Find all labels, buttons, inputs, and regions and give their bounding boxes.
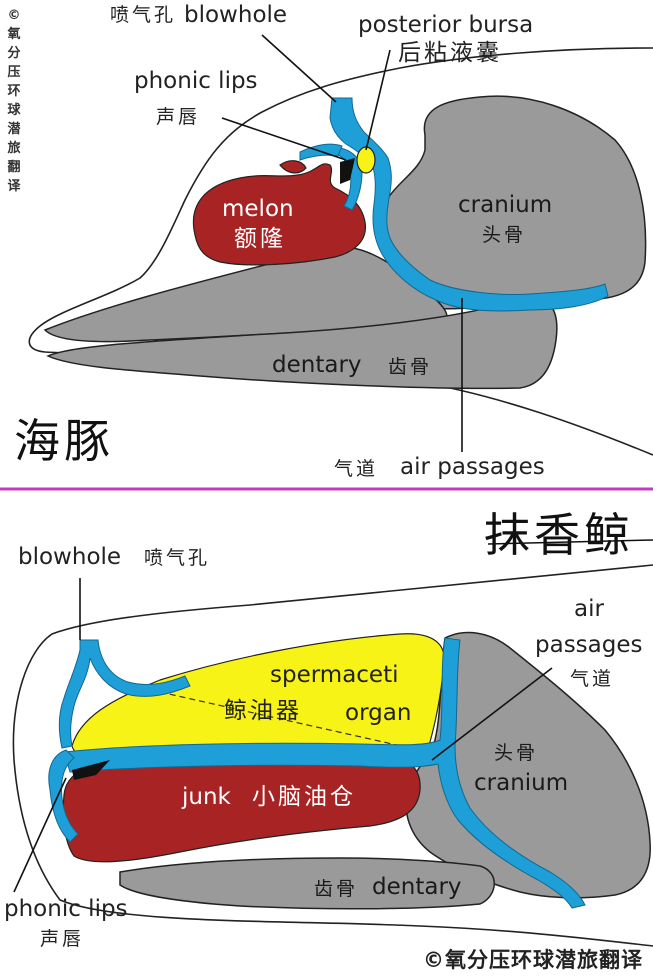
dolphin-figure (28, 34, 653, 456)
dolphin-bursa-pointer (365, 49, 391, 151)
whale-dentary-en: dentary (372, 874, 462, 900)
dolphin-posterior-bursa-en: posterior bursa (358, 12, 534, 38)
sperm-whale-title: 抹香鲸 (484, 508, 634, 562)
whale-air-pointer (431, 667, 553, 761)
dolphin-air-passages-zh: 气道 (334, 458, 379, 480)
whale-dentary-shape (119, 857, 495, 910)
whale-lips-pointer (13, 777, 67, 893)
whale-blowhole-en: blowhole (18, 544, 122, 570)
whale-spermaceti-zh: 鲸油器 (224, 698, 302, 724)
whale-air-passages-en1: air (574, 596, 604, 622)
whale-spermaceti-en2: organ (345, 700, 412, 726)
dolphin-posterior-bursa-shape (356, 146, 376, 174)
dolphin-lips-pointer (221, 117, 347, 161)
whale-junk-lips (72, 760, 110, 780)
sperm-whale-figure (12, 539, 653, 947)
dolphin-melon-en: melon (222, 196, 294, 222)
dolphin-rostrum (43, 246, 448, 343)
dolphin-posterior-bursa-zh: 后粘液囊 (398, 40, 502, 66)
dolphin-air-passages-en: air passages (400, 454, 545, 480)
dolphin-melon-zh: 额隆 (234, 226, 286, 252)
dolphin-blowhole-en: blowhole (184, 2, 288, 28)
whale-phonic-lips-en: phonic lips (4, 896, 128, 922)
dolphin-cranium-en: cranium (458, 192, 553, 218)
dolphin-dentary-shape (46, 297, 558, 390)
whale-air-passages-zh: 气道 (570, 668, 615, 690)
whale-junk-en: junk (182, 784, 231, 810)
dolphin-phonic-lips-shape (340, 158, 355, 184)
credit-watermark: ©氧分压环球潜旅翻译 (423, 948, 643, 972)
whale-phonic-lips-zh: 声唇 (40, 928, 85, 950)
whale-head-outline (12, 564, 653, 947)
whale-spermaceti-en1: spermaceti (270, 662, 399, 688)
whale-junk-zh: 小脑油仓 (252, 784, 356, 810)
whale-air-passages (58, 637, 586, 909)
dolphin-blowhole-zh: 喷气孔 (110, 4, 177, 26)
dolphin-dentary-zh: 齿骨 (388, 356, 433, 378)
whale-phonic-lips-shape (48, 749, 79, 843)
vertical-watermark: ©氧分压环球潜旅翻译 (7, 8, 21, 194)
dolphin-dentary-en: dentary (272, 352, 362, 378)
whale-air-passages-en2: passages (535, 632, 643, 658)
dolphin-phonic-lips-en: phonic lips (134, 68, 258, 94)
whale-title-underline (487, 539, 653, 545)
dolphin-melon-shape (193, 160, 366, 266)
whale-dentary-zh: 齿骨 (314, 878, 359, 900)
whale-cranium-zh: 头骨 (494, 742, 539, 764)
whale-spermaceti-dashed-line (159, 691, 429, 753)
dolphin-cranium-zh: 头骨 (482, 224, 527, 246)
dolphin-phonic-lips-zh: 声唇 (156, 106, 201, 128)
dolphin-title: 海豚 (14, 414, 114, 468)
whale-cranium-en: cranium (474, 770, 569, 796)
dolphin-blowhole-pointer (261, 34, 337, 103)
whale-blowhole-zh: 喷气孔 (144, 547, 211, 569)
